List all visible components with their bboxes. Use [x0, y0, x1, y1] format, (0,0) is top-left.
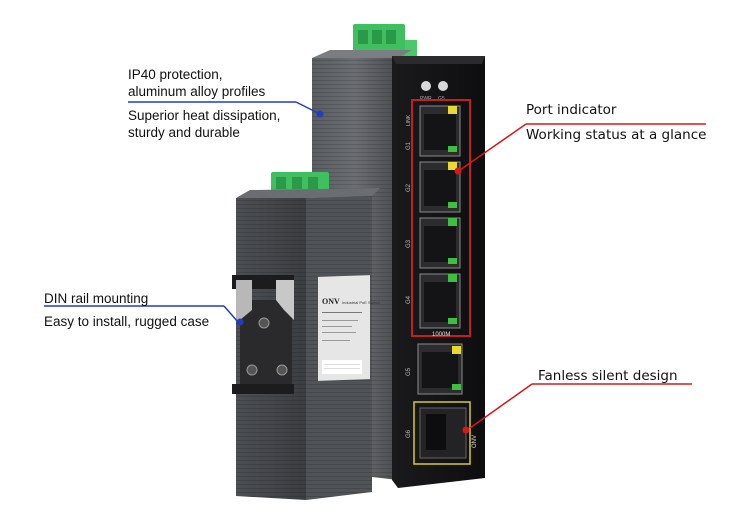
svg-text:G6: G6	[406, 429, 412, 438]
screw-icon	[246, 364, 258, 376]
svg-text:G3: G3	[406, 239, 412, 248]
din-rail-clip	[232, 275, 294, 394]
svg-text:Industrial PoE Switch: Industrial PoE Switch	[342, 300, 380, 305]
svg-text:G2: G2	[406, 183, 412, 192]
svg-text:ONV: ONV	[322, 297, 340, 306]
callout-fanless-line1: Fanless silent design	[538, 368, 678, 384]
callout-port-line1: Port indicator	[526, 102, 617, 118]
callout-port-line2: Working status at a glance	[526, 127, 707, 143]
callout-din-line2: Easy to install, rugged case	[44, 314, 210, 329]
callout-protection-line3: Superior heat dissipation,	[128, 108, 281, 123]
svg-text:G4: G4	[406, 295, 412, 304]
product-label: ONV Industrial PoE Switch	[318, 275, 380, 381]
svg-text:G5: G5	[406, 367, 412, 376]
g5-led-icon	[438, 81, 448, 91]
svg-text:LINK: LINK	[406, 114, 412, 126]
pwr-led-icon	[421, 81, 431, 91]
port-g3	[419, 217, 461, 269]
callout-protection-line1: IP40 protection,	[128, 67, 223, 82]
callout-din-line1: DIN rail mounting	[44, 291, 149, 306]
svg-text:ONV: ONV	[472, 435, 478, 448]
poe-port-frame	[411, 99, 471, 337]
port-g2	[419, 161, 461, 213]
port-g6-sfp	[413, 401, 471, 465]
screw-icon	[258, 317, 270, 329]
screw-icon	[276, 364, 288, 376]
port-g4	[419, 273, 461, 329]
port-g5	[417, 343, 463, 395]
short-switch: ONV Industrial PoE Switch	[232, 172, 380, 500]
svg-text:G1: G1	[406, 141, 412, 150]
port-g1	[419, 105, 461, 157]
callout-protection-line2: aluminum alloy profiles	[128, 84, 266, 99]
callout-protection-line4: sturdy and durable	[128, 125, 240, 140]
svg-text:1000M: 1000M	[432, 332, 450, 338]
